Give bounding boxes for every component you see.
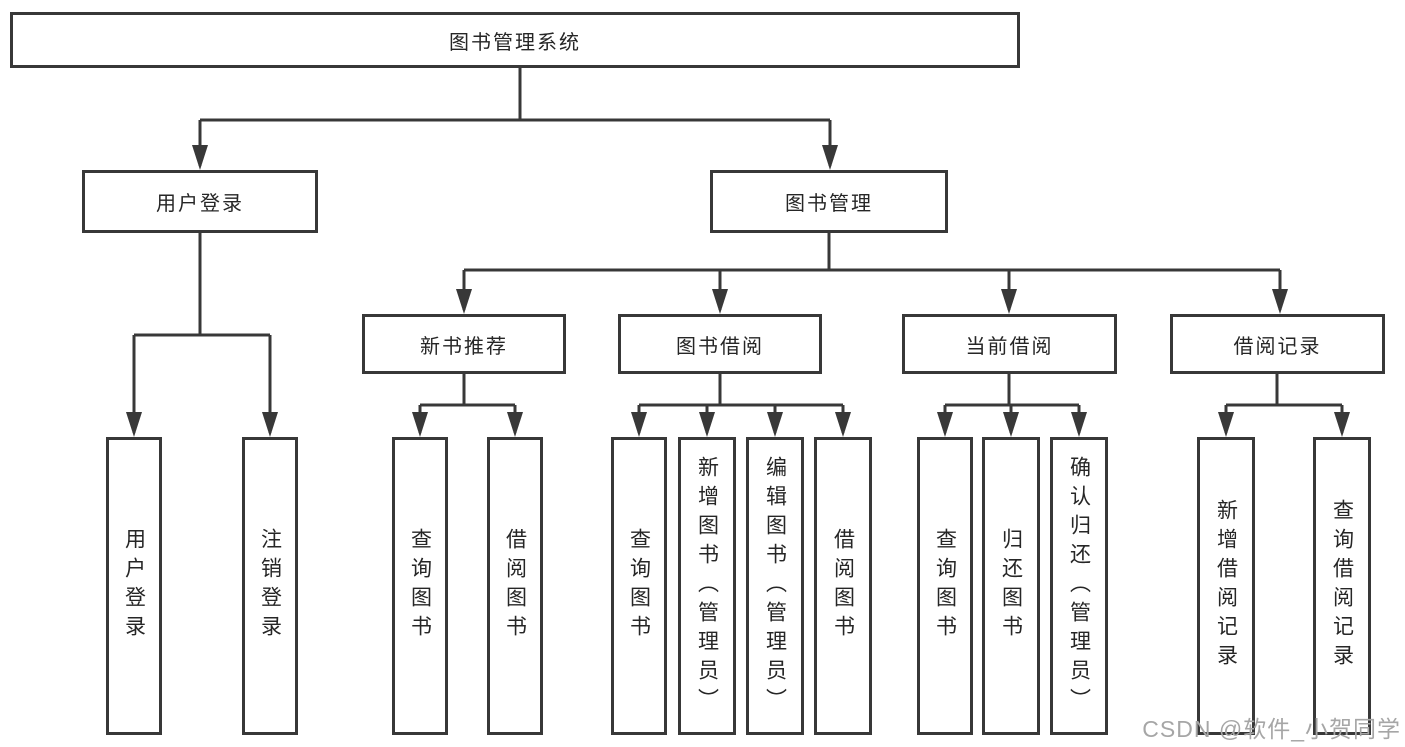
watermark: CSDN @软件_小贺同学 [1142, 716, 1401, 742]
node-leaf-borrowing-borrow-books: 借阅图书 [814, 437, 872, 735]
node-book-borrowing: 图书借阅 [618, 314, 822, 374]
node-borrowing-records: 借阅记录 [1170, 314, 1385, 374]
node-current-borrowing-label: 当前借阅 [965, 335, 1054, 358]
node-leaf-borrowing-borrow-books-label: 借阅图书 [831, 528, 855, 644]
node-user-login: 用户登录 [82, 170, 318, 233]
node-leaf-user-login-label: 用户登录 [122, 528, 146, 644]
connector-new-book-recommend-branch [418, 374, 517, 433]
connector-book-borrowing-branch [637, 374, 845, 433]
node-book-management: 图书管理 [710, 170, 948, 233]
connector-user-login-branch [132, 233, 272, 433]
node-leaf-query-borrow-record-label: 查询借阅记录 [1330, 499, 1354, 673]
node-current-borrowing: 当前借阅 [902, 314, 1117, 374]
node-leaf-current-query-books-label: 查询图书 [933, 528, 957, 644]
node-leaf-edit-books-admin-label: 编辑图书（管理员） [763, 455, 787, 717]
node-leaf-add-books-admin-label: 新增图书（管理员） [695, 455, 719, 717]
connector-root-to-level2 [198, 68, 832, 166]
connector-borrowing-records-branch [1224, 374, 1344, 433]
node-new-book-recommend: 新书推荐 [362, 314, 566, 374]
node-library-system: 图书管理系统 [10, 12, 1020, 68]
node-leaf-return-books: 归还图书 [982, 437, 1040, 735]
node-leaf-borrowing-query-books: 查询图书 [611, 437, 667, 735]
node-leaf-add-borrow-record: 新增借阅记录 [1197, 437, 1255, 735]
node-leaf-add-books-admin: 新增图书（管理员） [678, 437, 736, 735]
node-leaf-current-query-books: 查询图书 [917, 437, 973, 735]
node-leaf-recommend-borrow-books-label: 借阅图书 [503, 528, 527, 644]
node-user-login-label: 用户登录 [156, 193, 244, 215]
node-new-book-recommend-label: 新书推荐 [420, 335, 508, 358]
node-leaf-query-borrow-record: 查询借阅记录 [1313, 437, 1371, 735]
node-leaf-edit-books-admin: 编辑图书（管理员） [746, 437, 804, 735]
node-leaf-confirm-return-admin-label: 确认归还（管理员） [1067, 455, 1091, 717]
node-leaf-recommend-borrow-books: 借阅图书 [487, 437, 543, 735]
node-leaf-recommend-query-books: 查询图书 [392, 437, 448, 735]
node-book-management-label: 图书管理 [785, 193, 873, 215]
node-leaf-logout: 注销登录 [242, 437, 298, 735]
node-borrowing-records-label: 借阅记录 [1233, 335, 1322, 358]
node-book-borrowing-label: 图书借阅 [676, 335, 764, 358]
node-library-system-label: 图书管理系统 [449, 31, 581, 54]
node-leaf-user-login: 用户登录 [106, 437, 162, 735]
node-leaf-add-borrow-record-label: 新增借阅记录 [1214, 499, 1238, 673]
node-leaf-recommend-query-books-label: 查询图书 [408, 528, 432, 644]
node-leaf-logout-label: 注销登录 [258, 528, 282, 644]
node-leaf-confirm-return-admin: 确认归还（管理员） [1050, 437, 1108, 735]
connector-book-management-branch [462, 233, 1282, 310]
connector-current-borrowing-branch [943, 374, 1081, 433]
node-leaf-return-books-label: 归还图书 [999, 528, 1023, 644]
node-leaf-borrowing-query-books-label: 查询图书 [627, 528, 651, 644]
